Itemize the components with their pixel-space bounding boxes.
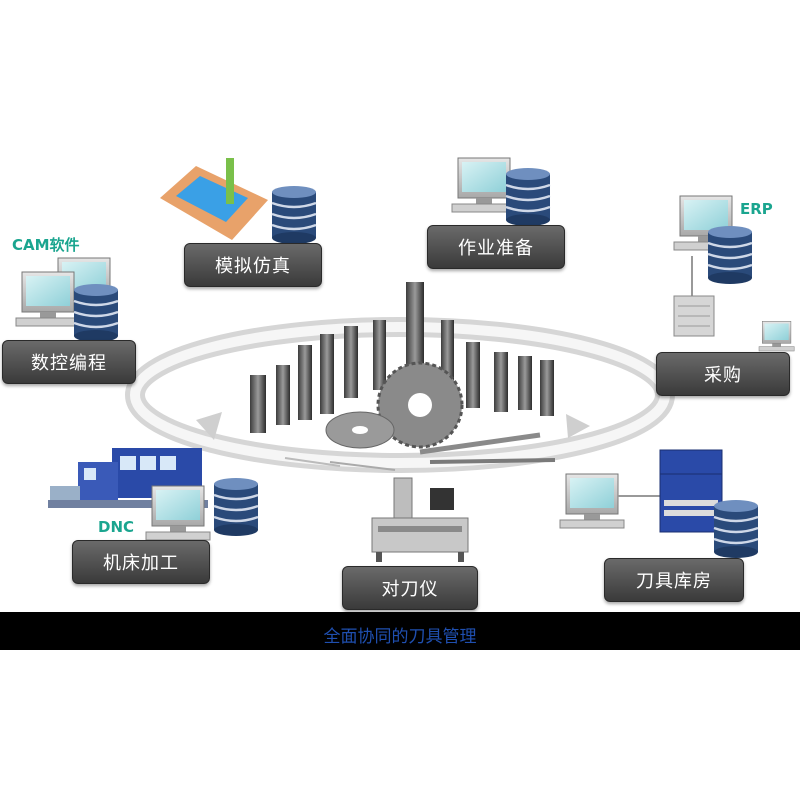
computer-icon xyxy=(15,271,81,327)
database-icon xyxy=(270,184,318,246)
end-mill xyxy=(494,352,508,412)
database-icon xyxy=(706,224,754,286)
node-purchase-button[interactable]: 采购 xyxy=(656,352,790,396)
caption-text: 全面协同的刀具管理 xyxy=(323,627,477,647)
drill xyxy=(419,432,541,455)
computer-icon xyxy=(145,485,211,541)
database-icon xyxy=(712,498,760,560)
node-presetter-button[interactable]: 对刀仪 xyxy=(342,566,478,610)
saw-blade-hub xyxy=(408,393,432,417)
drill xyxy=(429,458,556,464)
conveyor xyxy=(50,486,80,502)
cam-illustration xyxy=(15,257,120,344)
tool-store-illustration xyxy=(559,449,760,560)
database-icon xyxy=(212,476,260,538)
end-mill xyxy=(373,320,386,390)
presetter-screen xyxy=(430,488,454,510)
end-mill xyxy=(518,356,532,410)
node-simulation-button[interactable]: 模拟仿真 xyxy=(184,243,322,287)
tools-cluster xyxy=(250,282,556,471)
computer-icon xyxy=(559,473,625,529)
end-mill xyxy=(344,326,358,398)
spindle xyxy=(226,158,234,204)
cam-software-tag: CAM软件 xyxy=(12,236,80,254)
presetter-illustration xyxy=(371,477,469,562)
database-icon xyxy=(504,166,552,228)
dnc-tag: DNC xyxy=(98,518,135,536)
ring-arrow-left xyxy=(196,412,222,440)
end-mill xyxy=(466,342,480,408)
end-mill xyxy=(276,365,290,425)
end-mill xyxy=(320,334,334,414)
presetter-base xyxy=(371,517,469,553)
simulation-illustration xyxy=(160,158,318,246)
end-mill xyxy=(298,345,312,420)
drill xyxy=(329,461,396,471)
erp-illustration xyxy=(673,195,795,352)
node-job-prep-button[interactable]: 作业准备 xyxy=(427,225,565,269)
computer-icon xyxy=(758,321,795,352)
machining-illustration xyxy=(48,448,260,541)
node-cnc-programming-button[interactable]: 数控编程 xyxy=(2,340,136,384)
job-prep-illustration xyxy=(451,157,552,228)
node-machining-button[interactable]: 机床加工 xyxy=(72,540,210,584)
tool-cabinet xyxy=(659,449,723,533)
erp-tag: ERP xyxy=(740,200,773,218)
end-mill xyxy=(250,375,266,433)
end-mill xyxy=(540,360,554,416)
database-icon xyxy=(72,282,120,344)
end-mill-tall xyxy=(406,282,424,372)
ring-arrow-right xyxy=(566,414,590,438)
caption-banner xyxy=(0,612,800,650)
drill xyxy=(284,457,341,467)
node-tool-store-button[interactable]: 刀具库房 xyxy=(604,558,744,602)
